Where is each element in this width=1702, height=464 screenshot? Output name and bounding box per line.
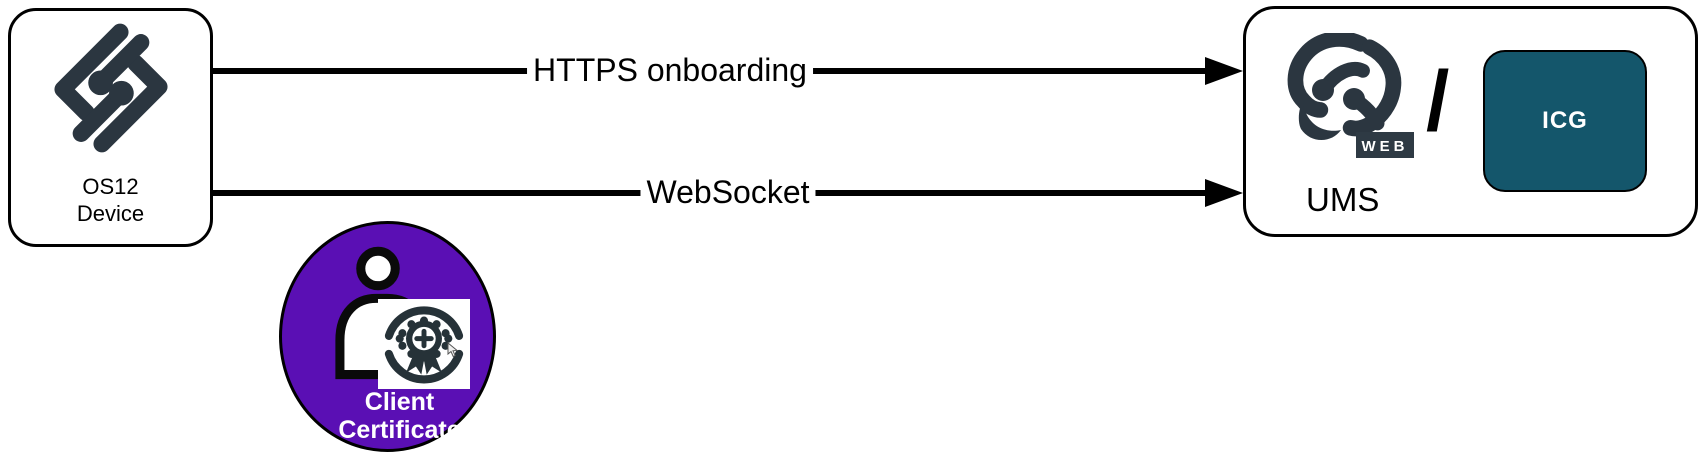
web-badge-label: WEB — [1362, 138, 1409, 155]
arrowhead-right-icon — [1205, 57, 1243, 85]
edge-label-https-onboarding: HTTPS onboarding — [527, 52, 813, 89]
igel-os-logo-icon — [53, 23, 168, 153]
ums-icg-separator: / — [1426, 54, 1450, 148]
web-badge: WEB — [1356, 132, 1414, 158]
certificate-label-line2: Certificate — [338, 416, 461, 444]
node-ums-icg: WEB UMS / ICG — [1243, 6, 1698, 237]
certificate-label: Client Certificate — [297, 388, 502, 444]
device-label-line1: OS12 — [82, 174, 139, 199]
node-os12-device: OS12 Device — [8, 8, 213, 247]
mouse-pointer-icon — [447, 342, 459, 358]
icg-box: ICG — [1483, 50, 1647, 192]
arrowhead-right-icon — [1205, 179, 1243, 207]
ums-web-logo-icon: WEB — [1287, 33, 1414, 158]
certificate-label-line1: Client — [364, 388, 435, 416]
ums-node-label: UMS — [1306, 181, 1380, 218]
edge-label-websocket: WebSocket — [640, 174, 816, 211]
node-client-certificate: Client Certificate — [279, 221, 496, 452]
device-node-label: OS12 Device — [77, 173, 144, 227]
certificate-card — [378, 299, 470, 389]
icg-label: ICG — [1542, 107, 1588, 134]
certificate-badge-icon — [384, 306, 464, 384]
device-label-line2: Device — [76, 201, 145, 226]
